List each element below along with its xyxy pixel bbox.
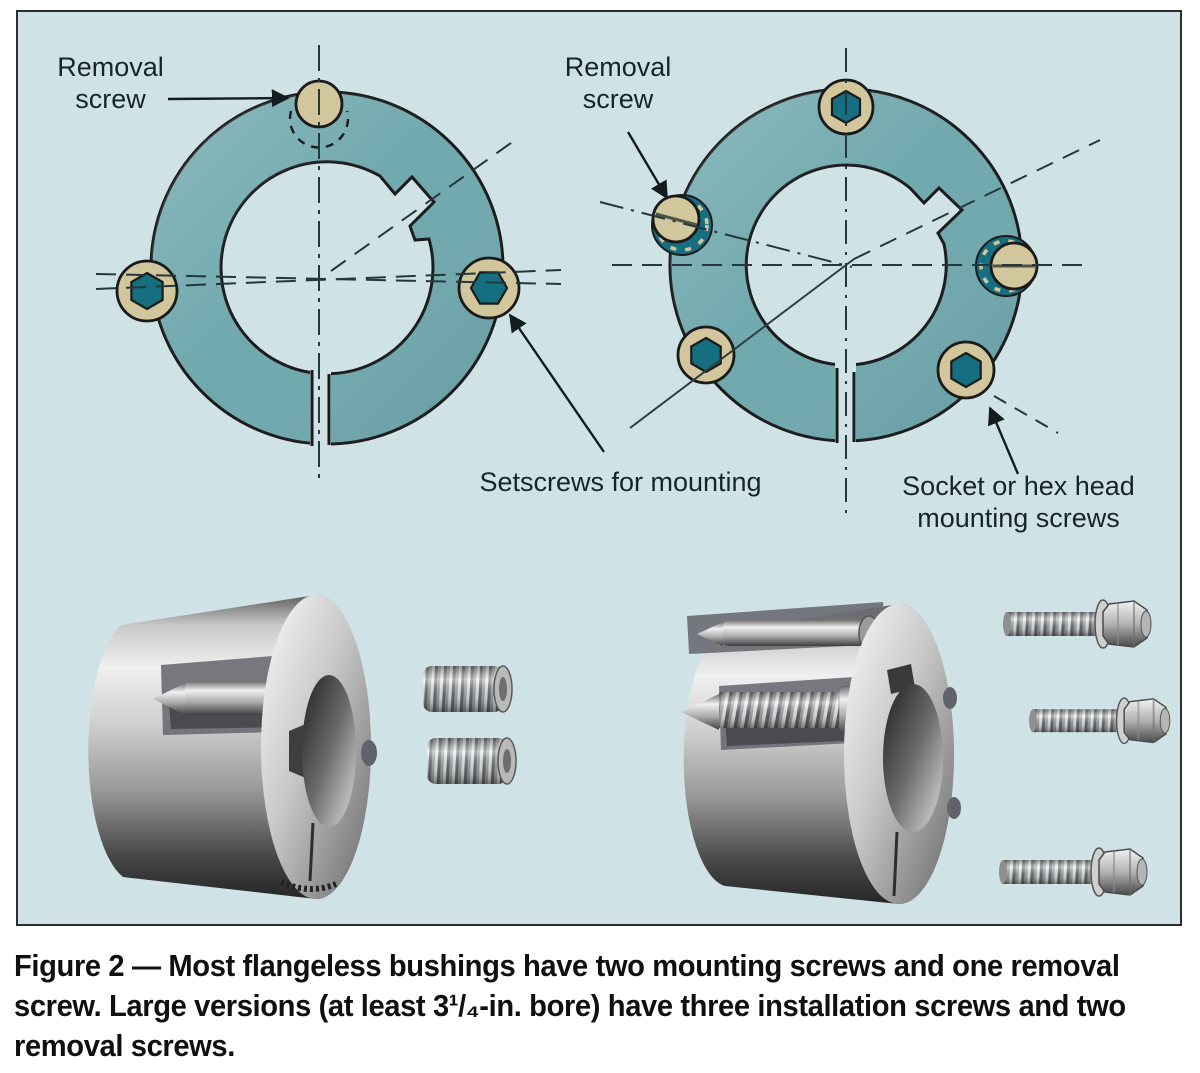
bolt-hex-head [1123, 698, 1167, 744]
figure-caption: Figure 2 — Most flangeless bushings have… [14, 946, 1150, 1066]
caption-line: screw. Large versions (at least 3¹/₄-in.… [14, 989, 1126, 1023]
top-removal-pin [723, 620, 866, 646]
bore [302, 675, 356, 827]
bolt-hex-head [1098, 848, 1144, 896]
removal-screw-hole-dashed [288, 110, 350, 149]
mounting-screw-lower-right-hex [950, 351, 982, 389]
face-split [308, 822, 315, 882]
label-setscrews-for-mounting: Setscrews for mounting [448, 466, 793, 498]
ring-split-slit [310, 356, 331, 456]
setscrews-arrow [508, 313, 605, 453]
stud-tip [681, 694, 719, 730]
setscrew-axis-line [95, 269, 562, 290]
removal-screw-arrow [167, 89, 290, 108]
caption-line: Figure 2 — Most flangeless bushings have… [14, 949, 1120, 983]
illustration-panel: Removal screw Removal screw Setscrews fo… [16, 10, 1182, 926]
bushing-figure-svg [88, 45, 1171, 904]
rim-notch-upper [943, 687, 957, 709]
label-line: mounting screws [917, 503, 1120, 533]
mounting-screw-lower-left-hex [690, 336, 722, 374]
lower-right-screw-axis [993, 395, 1059, 434]
label-line: screw [75, 84, 146, 114]
key-pin-tip [153, 683, 185, 715]
removal-screw-axis [599, 201, 853, 268]
bolt-hex-head [1102, 600, 1148, 648]
label-line: Removal [564, 52, 672, 82]
setscrew-left-hex-socket [130, 271, 164, 311]
label-line: screw [582, 84, 654, 114]
label-removal-screw-left: Removal screw [28, 51, 193, 115]
left-bushing-diagram [95, 45, 605, 485]
lower-left-screw-axis [629, 258, 855, 429]
rim-notch-lower [947, 797, 961, 819]
flangeless-bushing-photo-left [88, 595, 517, 899]
mounting-screws-arrow [988, 406, 1020, 475]
label-line: Removal [57, 52, 164, 82]
keyway-centerline [853, 139, 1101, 260]
hex-bolt-2 [1029, 697, 1171, 745]
hex-bolt-3 [999, 847, 1148, 897]
removal-screw-arrow [626, 131, 669, 200]
bore [883, 684, 943, 832]
caption-line: removal screws. [14, 1029, 235, 1063]
label-removal-screw-right: Removal screw [538, 51, 698, 115]
setscrew-loose-2 [427, 737, 517, 785]
label-line: Setscrews for mounting [479, 467, 762, 497]
setscrew-loose-1 [423, 665, 513, 713]
label-line: Socket or hex head [902, 471, 1135, 501]
right-bushing-diagram [599, 48, 1101, 520]
rim-notch [361, 740, 377, 766]
horizontal-centerline [95, 273, 562, 285]
face-split [892, 831, 899, 897]
keyway-centerline [330, 137, 519, 272]
label-socket-or-hex-head: Socket or hex head mounting screws [846, 470, 1191, 534]
setscrew-right-hex-socket [469, 271, 509, 305]
flangeless-bushing-photo-right [681, 602, 961, 904]
hex-bolt-1 [1003, 599, 1152, 649]
